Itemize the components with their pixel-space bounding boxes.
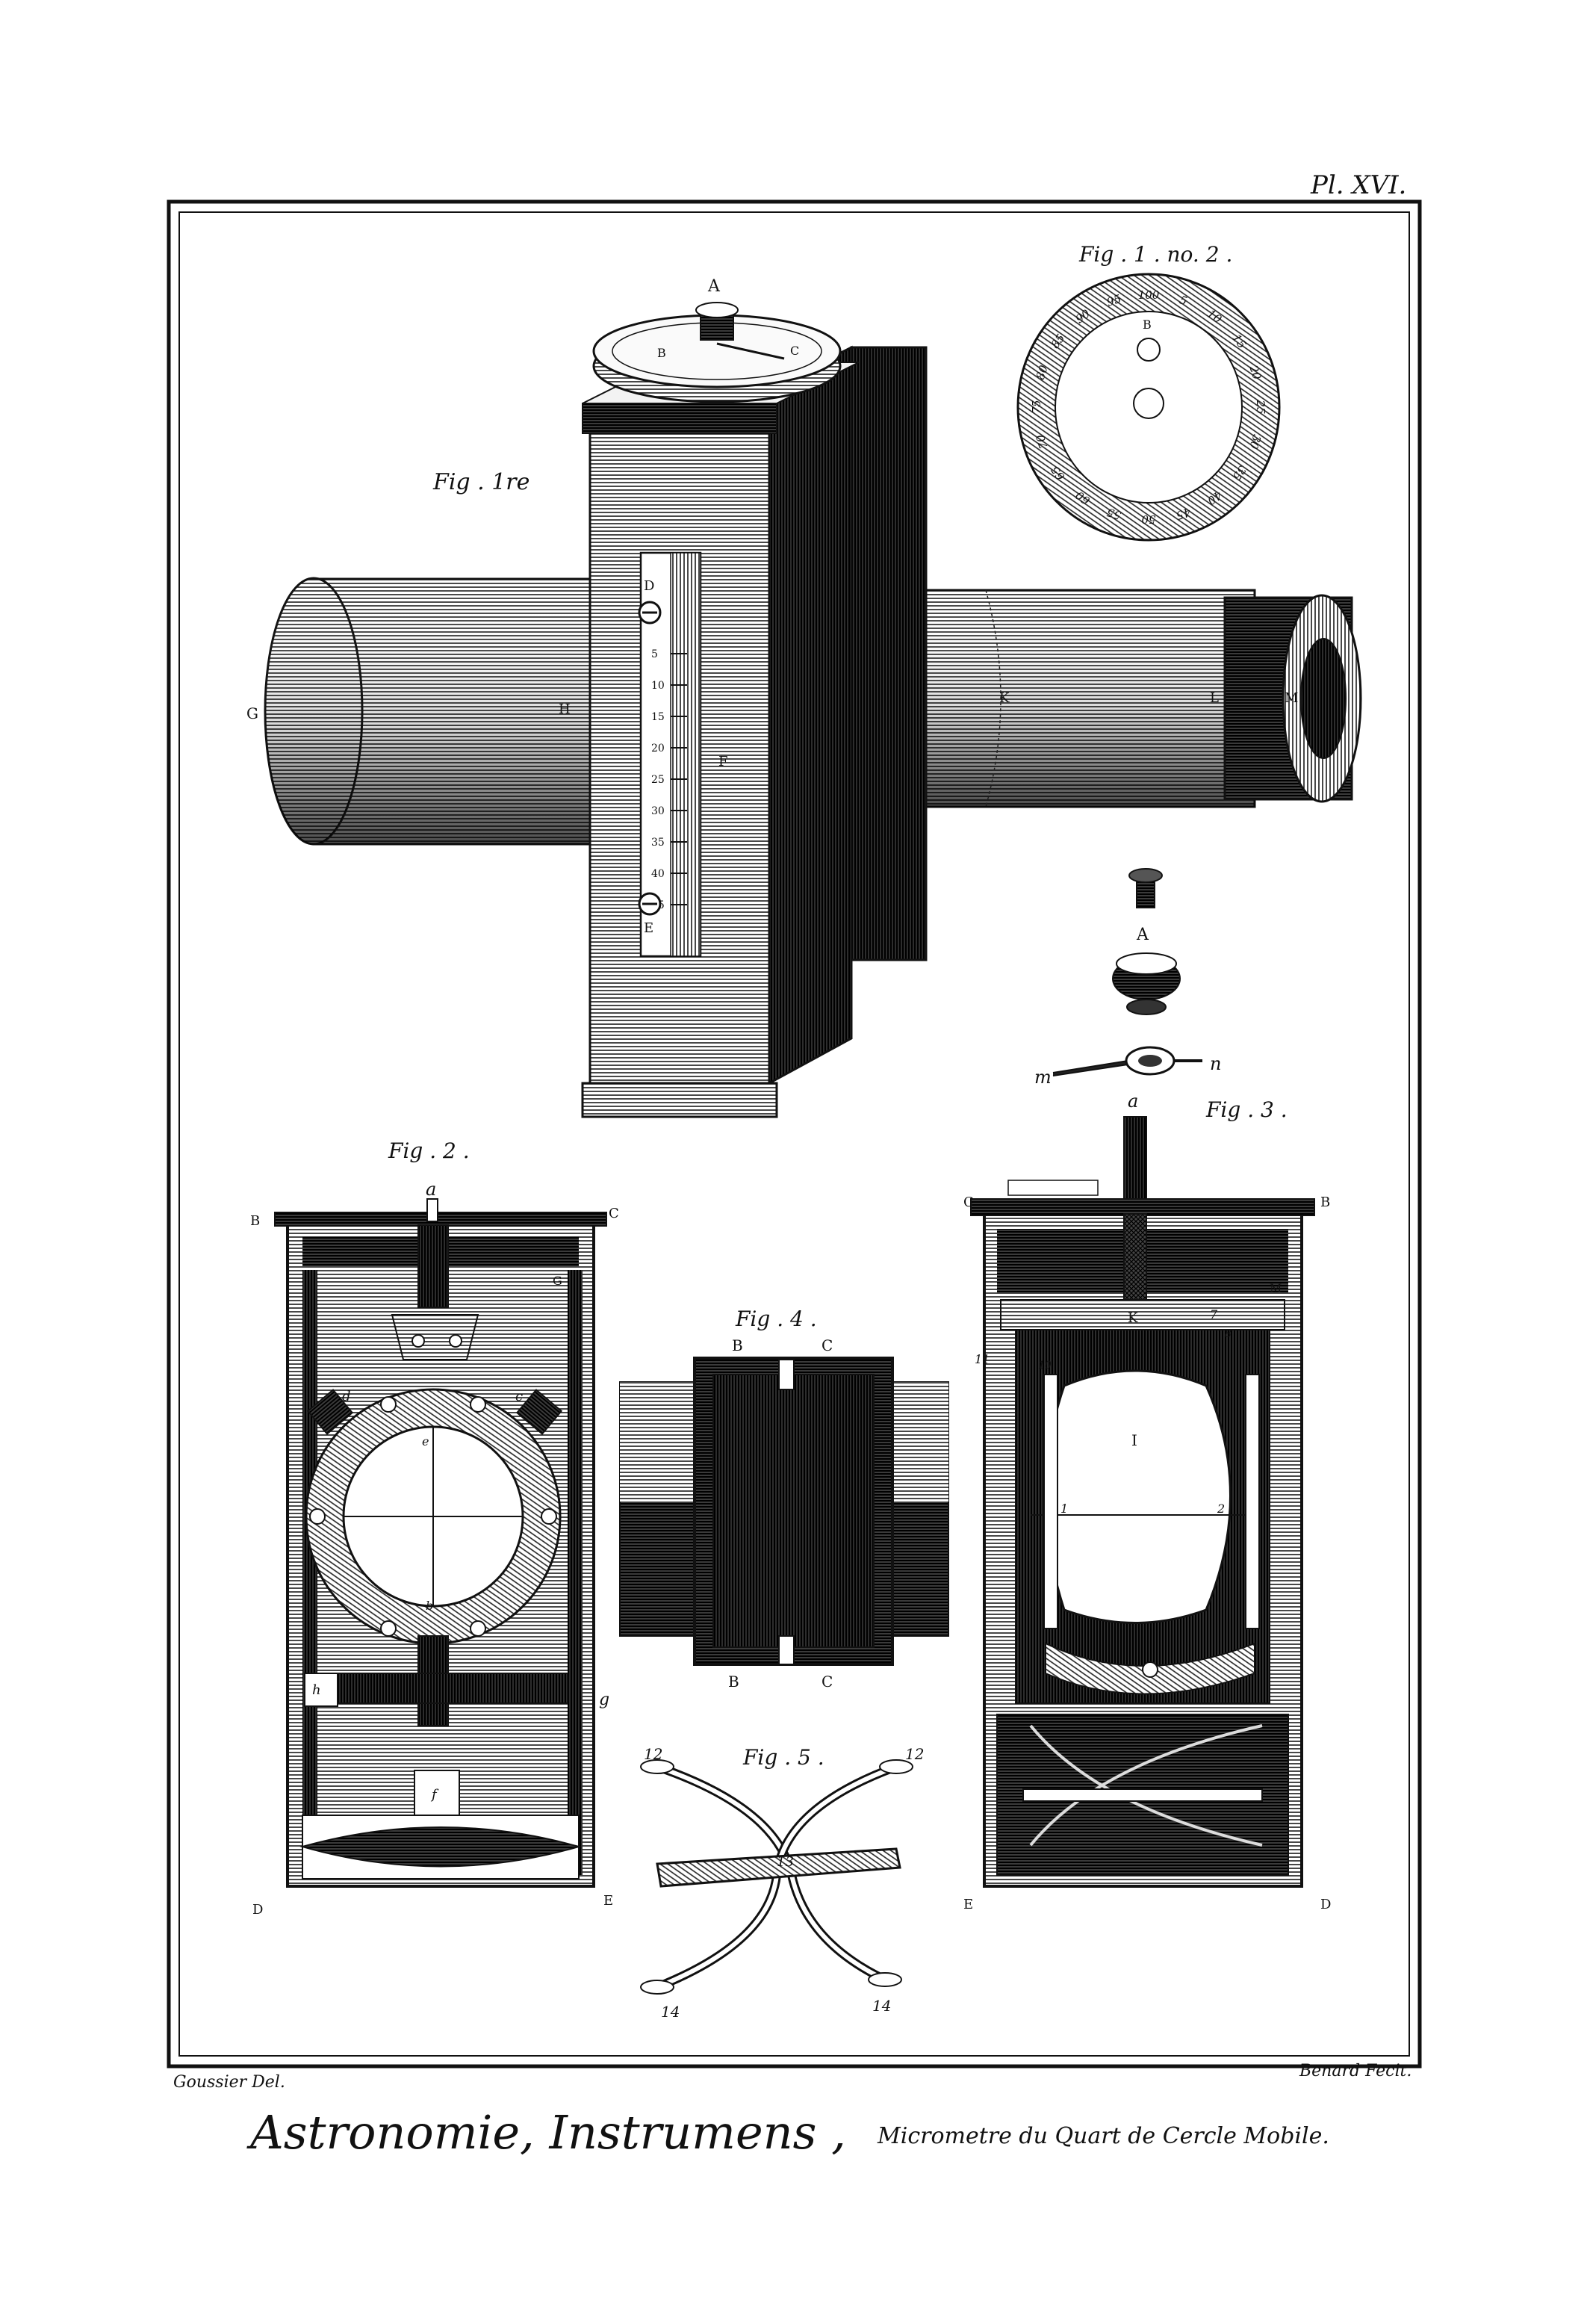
dial-number: 25 [1254,399,1267,414]
plate-subtitle: Micrometre du Quart de Cercle Mobile. [878,2123,1329,2149]
scale-number: 40 [651,868,665,880]
fig5-label-12-right: 12 [905,1745,924,1763]
fig3-label-c: C [963,1194,974,1210]
figure-1-micrometer: 5 10 15 20 25 30 35 40 45 [264,302,1362,1118]
fig5-label-12-left: 12 [644,1745,662,1763]
plate-border-inner [178,211,1410,2057]
dial-number: 55 [1105,505,1123,522]
fig5-label-14-left: 14 [661,2003,680,2021]
fig2-label-e-small: e [422,1434,429,1448]
dial-number: 80 [1034,363,1051,381]
fig1-label-m: M [1285,690,1298,706]
fig3-label-d: D [1320,1897,1331,1912]
fig1-label-k: K [999,690,1010,706]
fig2-label-d: D [252,1902,263,1918]
fig3-lens [1044,1369,1232,1624]
dial-number: 75 [1030,400,1043,414]
scale-number: 10 [651,680,665,692]
fig5-label-14-right: 14 [872,1997,891,2015]
plate-title: Astronomie, Instrumens , [250,2105,846,2160]
fig2-label-h: h [312,1682,321,1698]
fig2-label-c: C [609,1206,619,1221]
fig3-label-7: 7 [1210,1307,1218,1321]
dial-number: 70 [1034,433,1051,450]
fig1n2-caption: Fig . 1 . no. 2 . [1078,242,1232,267]
figure-5-springs [640,1759,913,1995]
fig2-caption: Fig . 2 . [388,1138,470,1163]
fig1-label-e: E [644,920,653,936]
engraver-credit: Benard Fecit. [1299,2062,1412,2080]
fig1-label-h: H [559,701,571,717]
fig2-label-c-small: c [515,1389,523,1404]
fig2-label-g: g [599,1691,609,1709]
detail-label-m: m [1034,1067,1052,1088]
fig3-caption: Fig . 3 . [1205,1097,1288,1122]
dial-number: 95 [1105,292,1123,309]
fig1-label-f: F [718,754,728,769]
scale-number: 30 [651,805,665,817]
fig2-label-e: E [603,1893,613,1909]
draughtsman-credit: Goussier Del. [173,2073,285,2092]
fig4-caption: Fig . 4 . [735,1307,817,1331]
fig5-caption: Fig . 5 . [742,1745,824,1770]
fig4-label-c-top: C [822,1336,833,1354]
fig3-label-i: I [1131,1431,1137,1449]
scale-number: 25 [651,774,665,786]
dial-number: 45 [1175,505,1193,522]
fig4-label-b-top: B [732,1336,743,1354]
fig3-label-m: M [1270,1281,1282,1295]
fig1-label-b: B [657,346,666,360]
fig1-label-a: A [707,277,721,296]
detail-label-a: A [1136,926,1149,944]
fig1n2-label-b: B [1143,317,1152,332]
fig2-label-d-small: d [342,1389,351,1404]
fig4-label-b-bottom: B [728,1673,739,1691]
fig3-label-1: 1 [1060,1502,1068,1516]
fig3-label-b: B [1320,1194,1330,1210]
fig5-bar [656,1847,901,1888]
fig3-label-k: K [1128,1310,1138,1326]
fig2-label-g-upper: G [553,1274,562,1288]
scale-number: 20 [651,743,665,754]
fig1-label-l: L [1210,690,1219,706]
dial-number: 100 [1138,288,1160,302]
fig4-label-c-bottom: C [822,1673,833,1691]
fig3-label-11: 11 [975,1352,990,1366]
detail-label-a-small: a [1128,1091,1138,1112]
fig1-caption: Fig . 1re [432,469,529,495]
scale-number: 35 [651,837,665,849]
fig1-label-d: D [644,578,654,594]
fig2-label-b: B [250,1213,260,1229]
detail-parts [1052,868,1202,1076]
fig3-label-10: 10 [1038,1360,1052,1372]
scale-number: 5 [651,648,658,660]
screw-rod [1123,1116,1147,1215]
fig3-label-8: 8 [1225,1328,1232,1340]
figure-3-frame [970,1116,1315,1888]
dial-number: 20 [1246,363,1264,382]
dial-number: 50 [1141,512,1156,526]
fig1-label-g: G [246,704,258,722]
figure-4-section [619,1357,949,1666]
fig3-label-e: E [963,1897,973,1912]
fig2-label-b-small: b [426,1599,433,1613]
fig1-label-c: C [790,344,799,358]
fig3-label-2: 2 [1217,1502,1225,1516]
plate-number: Pl. XVI. [1311,170,1407,200]
fig5-label-13: 13 [777,1854,794,1870]
dial-number: 30 [1246,433,1264,451]
figure-2-frame [274,1198,607,1888]
fig2-label-a: a [426,1179,436,1200]
pointer-mn [1052,1059,1128,1076]
box-side [768,345,853,1085]
detail-label-n: n [1210,1053,1221,1074]
scale-number: 15 [651,711,665,723]
plate-border-outer [167,199,1422,2069]
